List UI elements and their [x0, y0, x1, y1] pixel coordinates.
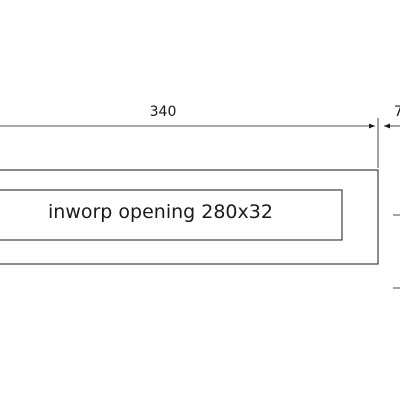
edge-width-label: 7 [394, 104, 400, 120]
arrowhead-overall-right [369, 123, 375, 129]
outer-frame [0, 169, 379, 265]
edge-width-dimension: 7 [377, 104, 400, 168]
arrowhead-edge-left [384, 123, 390, 129]
inner-opening [0, 189, 343, 241]
overall-width-label: 340 [150, 104, 177, 120]
opening-label: inworp opening 280x32 [48, 201, 273, 223]
overall-width-dimension: 340 [0, 104, 375, 129]
